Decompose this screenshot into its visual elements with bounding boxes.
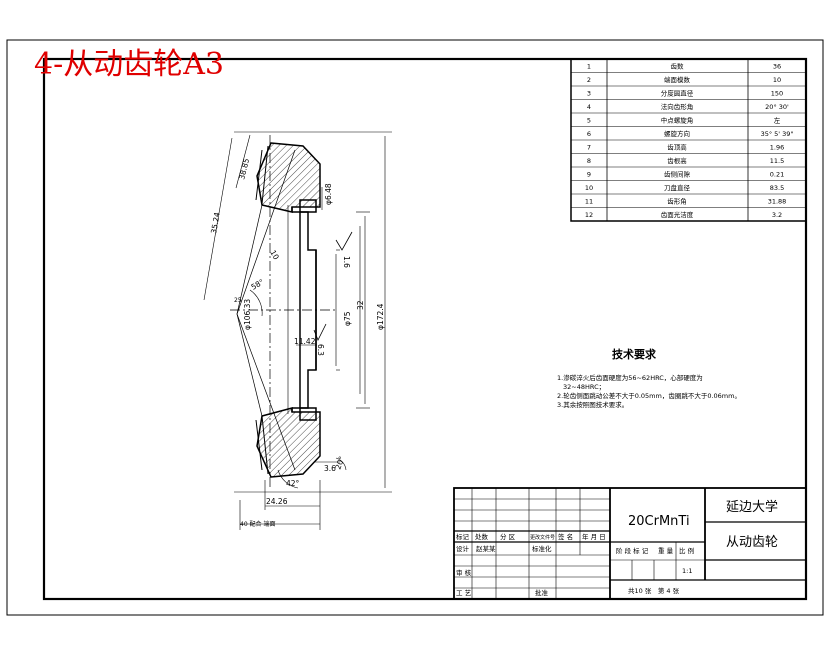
dim-11-42: 11.42 [294,337,316,346]
param-value: 11.5 [770,157,784,165]
param-no: 3 [587,89,591,97]
param-no: 8 [587,157,591,165]
label-scale: 比 例 [679,546,694,555]
label-weight: 重 量 [658,547,674,555]
param-value: 83.5 [770,184,784,192]
sheet-info: 共10 张 第 4 张 [628,586,680,595]
param-no: 7 [587,143,591,151]
label-doc: 更改文件号 [530,534,555,541]
param-name: 齿侧间隙 [664,169,691,178]
label-process: 工 艺 [456,589,472,597]
param-value: 0.21 [770,170,784,178]
param-name: 齿顶高 [667,142,687,151]
inner-border [42,57,808,601]
param-value: 10 [773,76,781,84]
param-value: 31.88 [768,197,787,205]
tech-req-line-3: 2.轮齿侧面跳动公差不大于0.05mm，齿圈跳不大于0.06mm。 [557,391,741,400]
label-count: 处数 [475,532,489,541]
param-value: 150 [771,89,783,97]
drawing-title: 4-从动齿轮A3 [34,47,224,82]
upper-section-hatch [256,142,321,213]
school-name: 延边大学 [726,499,778,515]
dim-35-24: 35.24 [209,211,222,234]
param-no: 1 [587,62,591,70]
dim-10: 10 [268,249,281,262]
label-design: 设计 [456,544,470,553]
dim-phi-106-33: φ106.33 [243,299,252,330]
label-review: 审 核 [456,568,472,577]
param-no: 6 [587,130,591,138]
param-name: 法向齿形角 [661,102,694,111]
tech-req-line-4: 3.其余按照图技术要求。 [557,400,628,409]
lower-section-hatch [256,407,321,478]
dim-phi-172-4: φ172.4 [376,303,385,330]
tech-req-heading: 技术要求 [612,347,657,361]
material: 20CrMnTi [628,514,690,529]
tech-req-line-2: 32~48HRC； [563,383,605,391]
label-sign: 签 名 [558,532,573,541]
param-value: 35° 5' 39" [761,130,794,138]
dim-40-ref: 40 配合 端面 [240,520,275,528]
dim-3-6: 3.6 [324,464,336,473]
part-name: 从动齿轮 [726,535,778,550]
param-no: 10 [585,184,593,192]
param-no: 11 [585,197,593,205]
param-value: 36 [773,62,781,70]
dim-phi-75: φ75 [343,311,352,326]
param-value: 20° 30' [765,103,789,111]
param-name: 齿形角 [667,196,687,205]
param-value: 1.96 [770,143,784,151]
parameter-rows: 1 齿数 36 2 端面模数 10 3 分度圆直径 150 4 法向齿形角 20° 30' 5 中点螺旋角… [571,61,806,219]
label-stage: 阶 段 标 记 [616,546,649,555]
angle-42: 42° [286,479,300,488]
param-name: 中点螺旋角 [661,115,694,124]
angle-58: 58° [250,277,266,292]
tech-req-line-1: 1.渗碳淬火后齿面硬度为56~62HRC，心部硬度为 [557,373,703,382]
param-name: 分度圆直径 [661,88,694,97]
param-name: 刀盘直径 [664,183,691,192]
label-approve: 批准 [535,588,549,597]
param-no: 5 [587,116,591,124]
param-no: 2 [587,76,591,84]
label-date: 年 月 日 [582,532,606,541]
param-value: 左 [774,115,781,124]
param-name: 齿数 [671,61,685,70]
param-value: 3.2 [772,211,782,219]
param-no: 12 [585,211,593,219]
roughness-6-3: 6.3 [316,344,325,356]
label-standard: 标准化 [532,544,552,553]
scale-value: 1:1 [682,567,692,575]
gear-section-view: 38.85 35.24 φ6.48 φ106.33 φ75 φ172.4 32 … [203,131,392,530]
roughness-1-6: 1.6 [342,256,351,268]
dim-32: 32 [356,300,365,310]
title-block: 标记 处数 分 区 更改文件号 签 名 年 月 日 设计 赵某某 标准化 审 核… [453,487,807,600]
param-no: 4 [587,103,591,111]
param-no: 9 [587,170,591,178]
label-zone: 分 区 [500,532,516,541]
dim-24-26: 24.26 [266,497,288,506]
param-name: 端面模数 [664,75,691,84]
param-name: 齿根高 [667,156,687,165]
dim-phi-6-48: φ6.48 [324,183,333,205]
param-name: 螺旋方向 [664,129,690,138]
label-mark: 标记 [456,532,470,541]
designer-name: 赵某某 [476,544,496,553]
outer-border [6,39,824,616]
technical-requirements: 技术要求 1.渗碳淬火后齿面硬度为56~62HRC，心部硬度为 32~48HRC… [557,347,741,409]
dim-38-85: 38.85 [237,157,251,180]
dim-25: 25 [234,297,242,304]
param-name: 齿面光洁度 [661,210,694,219]
angle-20: 20° [333,455,346,471]
